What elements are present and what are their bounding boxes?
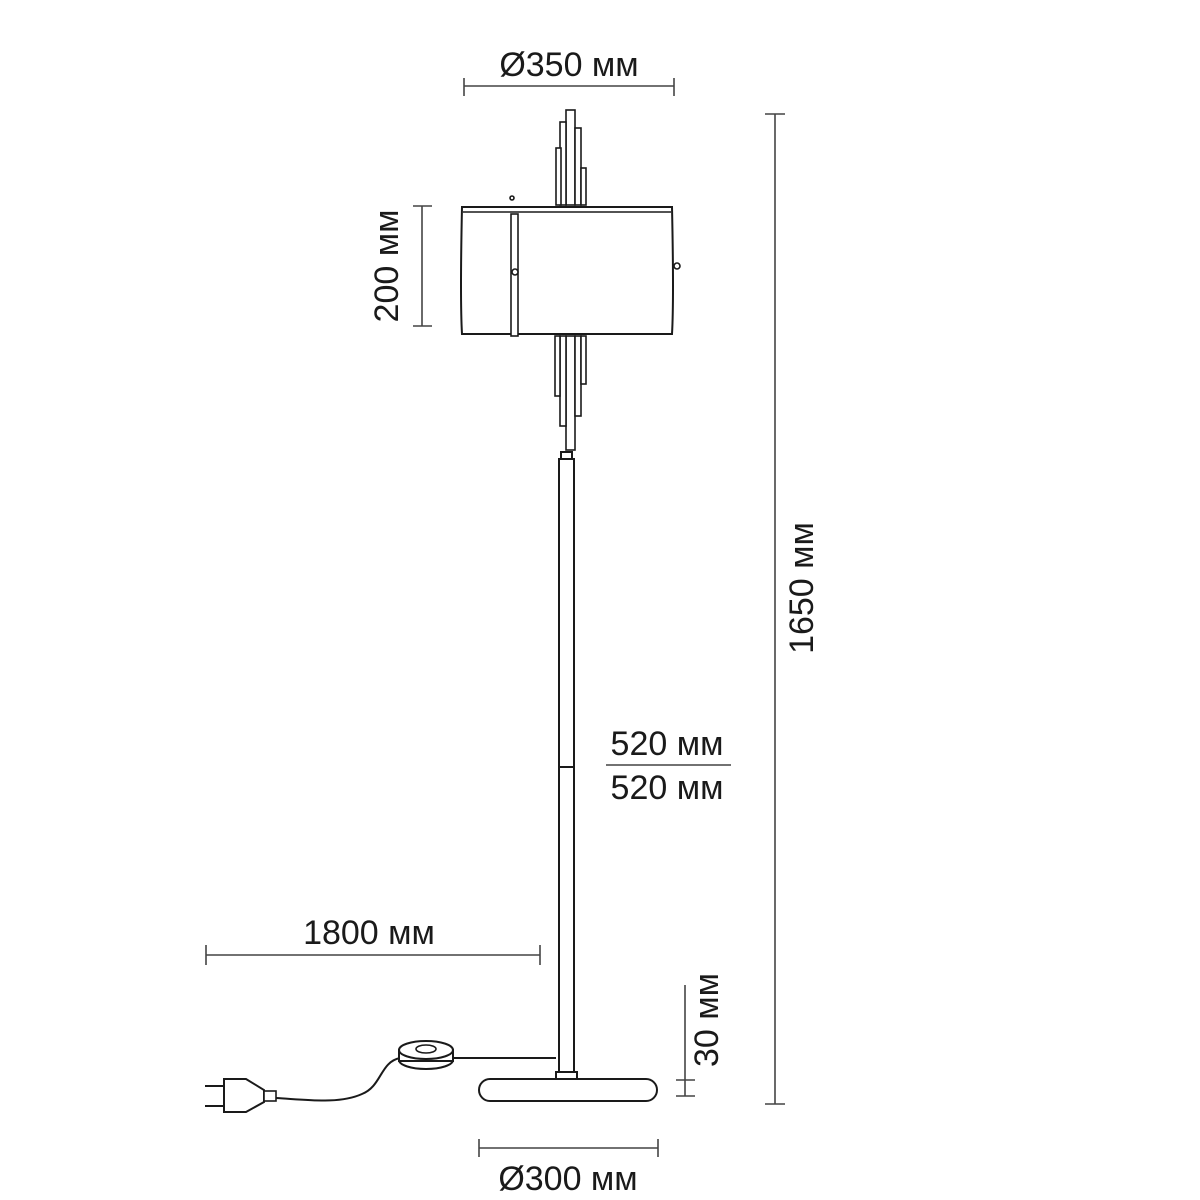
- stem-segments-dimension: 520 мм 520 мм: [606, 725, 731, 807]
- shade-height-label: 200 мм: [368, 210, 406, 323]
- upper-decor-bars: [555, 109, 587, 206]
- stem-upper-label: 520 мм: [611, 725, 724, 763]
- power-plug: [205, 1078, 277, 1113]
- stem-lower-label: 520 мм: [611, 769, 724, 807]
- shade-diameter-dimension: Ø350 мм: [463, 46, 675, 96]
- lamp-shade: [460, 195, 681, 337]
- shade-diameter-label: Ø350 мм: [499, 46, 638, 84]
- power-cord: [275, 1057, 556, 1102]
- lamp-base: [478, 1078, 658, 1102]
- base-height-label: 30 мм: [688, 973, 726, 1067]
- total-height-label: 1650 мм: [783, 522, 821, 654]
- base-height-dimension: 30 мм: [676, 973, 726, 1097]
- lamp-stem: [555, 451, 578, 1080]
- base-diameter-dimension: Ø300 мм: [478, 1139, 659, 1198]
- lower-decor-bars: [554, 335, 587, 451]
- base-diameter-label: Ø300 мм: [498, 1160, 637, 1198]
- cord-length-label: 1800 мм: [303, 914, 435, 952]
- shade-height-dimension: 200 мм: [368, 205, 432, 327]
- cord-length-dimension: 1800 мм: [205, 914, 541, 965]
- foot-switch: [398, 1040, 454, 1070]
- total-height-dimension: 1650 мм: [765, 113, 821, 1105]
